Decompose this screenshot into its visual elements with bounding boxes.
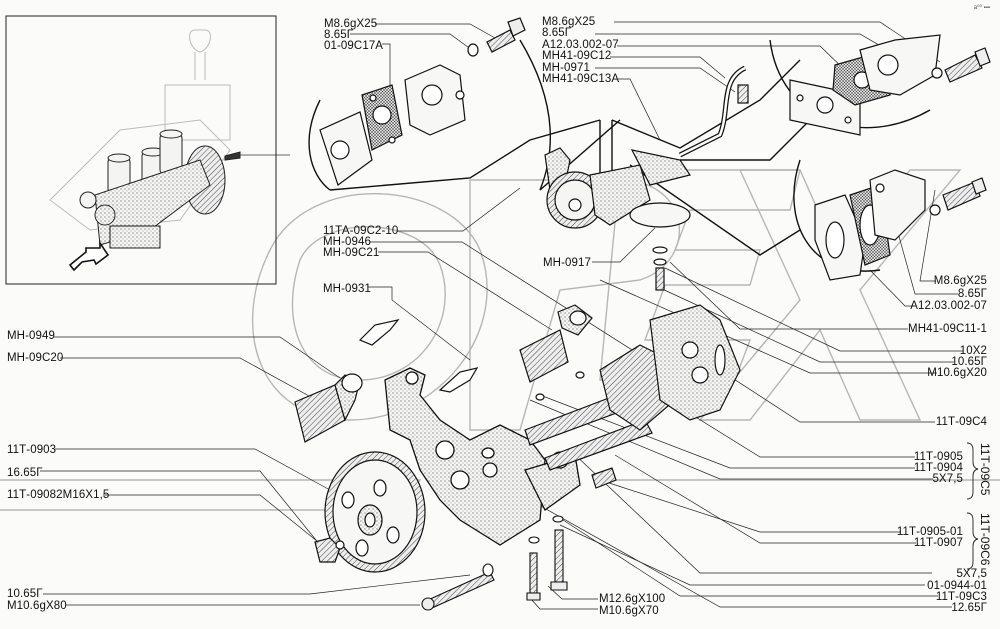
label-washer-10-65: 10.65Г: [951, 356, 987, 368]
label-mn-09c20: МН-09С20: [7, 352, 64, 364]
label-a12-03-002-07: А12.03.002-07: [542, 39, 619, 51]
label-a12-03-002-07: А12.03.002-07: [910, 300, 987, 312]
label-bolt-m10-80: М10.6gX80: [7, 600, 67, 612]
label-11t-0903: 11Т-0903: [7, 444, 57, 456]
location-arrow-icon: [68, 240, 110, 272]
group-label-11t-09c6: 11Т-09С6: [978, 513, 992, 566]
label-mn-0917: МН-0917: [543, 257, 591, 269]
relief-valve-left: [294, 373, 363, 443]
label-11t-0907: 11Т-0907: [913, 537, 963, 549]
bolts-bottom: [421, 515, 568, 611]
label-bolt-m10-20: М10.6gX20: [927, 367, 987, 379]
label-key-5x7-5: 5Х7,5: [956, 568, 987, 580]
label-mn41-09c12: МН41-09С12: [542, 50, 612, 62]
label-key-5x7-5: 5Х7,5: [932, 473, 963, 485]
label-11t-0905-01: 11Т-0905-01: [896, 526, 963, 538]
flange-group-top-right: [789, 34, 991, 136]
label-mn-09c21: МН-09С21: [323, 247, 380, 259]
label-bolt-m8: M8.6gX25: [542, 16, 596, 28]
retaining-clips: [358, 319, 479, 393]
leader-lines: [40, 21, 963, 610]
label-washer-8-65: 8.65Г: [324, 29, 354, 41]
brace-icons: [966, 442, 979, 570]
label-mn-0931: МН-0931: [323, 283, 371, 295]
label-washer-8-65: 8.65Г: [542, 27, 572, 39]
pump-body: [384, 367, 581, 546]
label-01-0944-01: 01-0944-01: [927, 580, 987, 592]
label-washer-10-65: 10.65Г: [7, 588, 43, 600]
label-bolt-m10-70: М10.6gX70: [599, 605, 659, 617]
label-washer-12-65: 12.65Г: [951, 602, 987, 614]
label-11t-09082-m16: 11Т-09082М16Х1,5: [7, 489, 110, 501]
label-bolt-m8: M8.6gX25: [933, 275, 987, 287]
label-11t-09c3: 11Т-09С3: [935, 591, 987, 603]
pump-shafts-gears: [524, 304, 741, 489]
label-bolt-m12-100: M12.6gX100: [599, 593, 666, 605]
label-mn-0949: МН-0949: [7, 330, 55, 342]
flange-group-mid-right: [814, 169, 987, 281]
label-washer-16-65: 16.65Г: [7, 467, 43, 479]
inset-engine-overview: [5, 15, 290, 285]
flange-group-top-left: [319, 17, 526, 186]
label-11t-0904: 11Т-0904: [913, 462, 963, 474]
relief-valve-right: [519, 304, 593, 383]
label-11t-0905: 11Т-0905: [913, 451, 963, 463]
group-label-11t-09c5: 11Т-09С5: [978, 443, 992, 496]
label-10x2: 10Х2: [959, 345, 987, 357]
label-washer-8-65: 8.65Г: [957, 288, 987, 300]
label-mn-0971: МН-0971: [542, 62, 590, 74]
label-mn41-09c13a: МН41-09С13А: [542, 73, 620, 85]
label-11ta-09c2-10: 11ТА-09С2-10: [323, 225, 399, 237]
corner-mark: a⁰⁰ ▪▪▪: [973, 5, 990, 11]
label-flange-01-09c17a: 01-09С17А: [324, 40, 384, 52]
label-mn41-09c11-1: МН41-09С11-1: [908, 323, 987, 335]
label-bolt-m8: M8.6gX25: [324, 18, 378, 30]
assembled-pump-upper: [544, 65, 749, 291]
label-11t-09c4: 11Т-09С4: [935, 416, 987, 428]
drive-gear: [314, 451, 426, 573]
label-mn-0946: МН-0946: [323, 236, 371, 248]
